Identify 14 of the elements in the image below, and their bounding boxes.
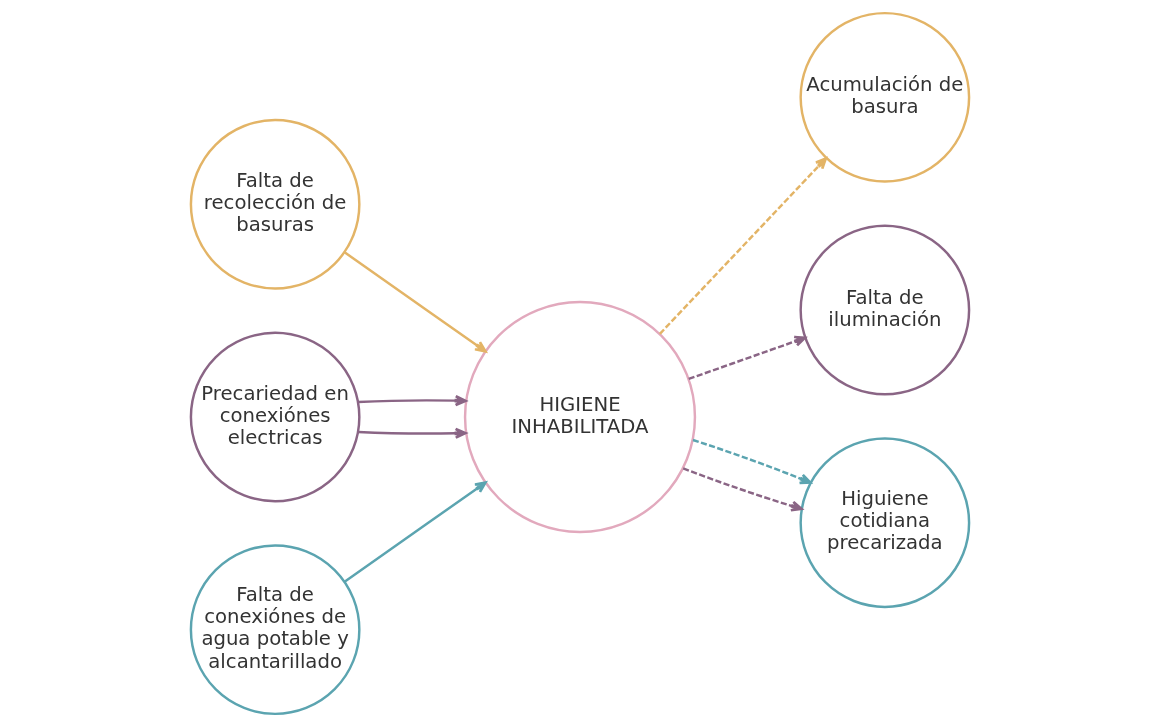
node-circle: HIGIENE INHABILITADA	[463, 300, 696, 534]
arrow	[658, 157, 827, 335]
arrow	[682, 467, 803, 512]
node-circle: Falta de recolección de basuras	[189, 118, 361, 290]
node-circle: Precariedad en conexiónes electricas	[189, 331, 361, 503]
arrow	[687, 335, 806, 381]
arrow	[357, 394, 467, 407]
arrow	[343, 251, 487, 353]
arrow	[692, 438, 812, 485]
arrow	[357, 427, 467, 439]
arrow	[343, 481, 487, 583]
node-circle: Acumulación de basura	[798, 11, 970, 183]
node-circle: Falta de iluminación	[798, 224, 970, 396]
node-circle: Falta de conexiónes de agua potable y alcantarillado	[189, 544, 361, 716]
